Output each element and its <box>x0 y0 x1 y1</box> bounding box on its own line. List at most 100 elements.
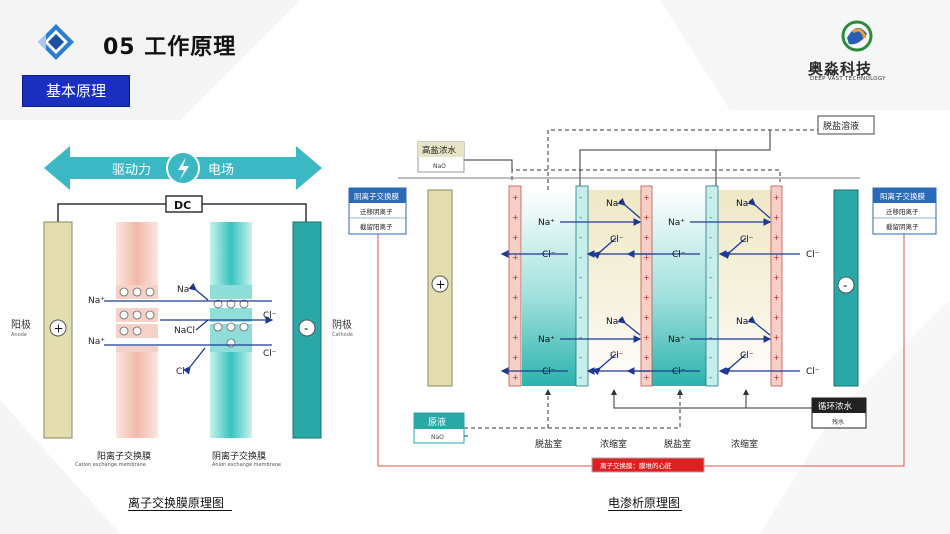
svg-text:+: + <box>773 353 780 362</box>
page-title: 05 工作原理 <box>103 35 237 60</box>
svg-text:-: - <box>709 193 712 203</box>
svg-text:残水: 残水 <box>832 418 844 426</box>
svg-text:迁移阳离子: 迁移阳离子 <box>886 207 919 216</box>
electric-field-label: 电场 <box>208 163 234 178</box>
cl-ion-r6: Cl⁻ <box>806 367 820 377</box>
svg-text:+: + <box>643 253 650 262</box>
svg-text:+: + <box>643 273 650 282</box>
title-chevron-icon <box>38 24 74 60</box>
svg-text:+: + <box>512 213 519 222</box>
cl-ion-r10: Cl⁻ <box>740 351 754 361</box>
svg-text:-: - <box>709 253 712 263</box>
svg-text:阴离子交换膜: 阴离子交换膜 <box>354 191 399 201</box>
svg-text:+: + <box>773 193 780 202</box>
anion-membranes <box>575 185 719 387</box>
svg-text:-: - <box>579 313 582 323</box>
cl-ion-r1: Cl⁻ <box>542 250 556 260</box>
svg-text:+: + <box>512 273 519 282</box>
svg-text:+: + <box>773 233 780 242</box>
anode-sign-right: + <box>436 278 446 292</box>
svg-text:-: - <box>709 293 712 303</box>
na-ion-r3: Na⁺ <box>538 335 555 345</box>
brand-logo-icon <box>841 20 873 52</box>
na-ion-label-3: Na⁺ <box>177 285 194 295</box>
svg-text:+: + <box>512 353 519 362</box>
svg-text:-: - <box>709 353 712 363</box>
cation-membrane-label-cn: 阳离子交换膜 <box>97 450 151 462</box>
svg-text:-: - <box>709 333 712 343</box>
membrane-site-icons <box>119 287 249 348</box>
svg-text:-: - <box>579 293 582 303</box>
cation-membrane-label-en: Cation exchange membrane <box>75 462 146 468</box>
svg-text:+: + <box>643 193 650 202</box>
cathode-label-cn: 阴极 <box>332 318 352 331</box>
na-ion-r7: Na⁺ <box>606 317 623 327</box>
cl-ion-r9: Cl⁻ <box>610 351 624 361</box>
svg-text:+: + <box>643 233 650 242</box>
svg-text:+: + <box>773 373 780 382</box>
svg-text:+: + <box>773 253 780 262</box>
chamber-label-2: 浓缩室 <box>600 438 627 450</box>
cathode-sign: - <box>304 322 308 336</box>
raw-liquid-box: 原液 NaO <box>413 412 465 444</box>
anode-sign: + <box>54 322 64 336</box>
svg-text:迁移阴离子: 迁移阴离子 <box>360 207 393 216</box>
na-ion-r6: Na⁺ <box>736 199 753 209</box>
na-ion-r8: Na⁺ <box>736 317 753 327</box>
heart-banner-text: 离子交换膜：膜堆的心脏 <box>600 461 672 470</box>
cl-ion-r3: Cl⁻ <box>806 250 820 260</box>
svg-text:+: + <box>643 333 650 342</box>
dc-label: DC <box>174 199 191 212</box>
svg-text:NaO: NaO <box>433 163 446 170</box>
svg-text:-: - <box>709 373 712 383</box>
anode-label-en: Anode <box>11 332 27 338</box>
svg-text:+: + <box>773 213 780 222</box>
svg-text:截留阳离子: 截留阳离子 <box>360 222 393 231</box>
heart-banner <box>591 457 705 473</box>
svg-text:+: + <box>773 333 780 342</box>
svg-text:+: + <box>643 373 650 382</box>
svg-text:-: - <box>709 313 712 323</box>
circulating-water-box: 循环浓水 残水 <box>811 397 867 429</box>
section-label: 基本原理 <box>22 75 130 107</box>
desalted-solution-box: 脱盐溶液 <box>817 115 875 135</box>
svg-text:-: - <box>579 253 582 263</box>
svg-text:-: - <box>579 333 582 343</box>
svg-text:NaO: NaO <box>431 434 444 441</box>
membrane-plus-marks: ++++++++++ ++++++++++ ++++++++++ <box>512 193 780 382</box>
cathode-sign-right: - <box>843 279 847 293</box>
svg-text:+: + <box>643 313 650 322</box>
svg-text:-: - <box>579 193 582 203</box>
svg-text:+: + <box>512 253 519 262</box>
desalting-chamber-2 <box>652 190 706 386</box>
electrodialysis-caption: 电渗析原理图 <box>608 496 682 511</box>
cl-ion-r2: Cl⁻ <box>672 250 686 260</box>
svg-text:-: - <box>709 273 712 283</box>
svg-text:-: - <box>579 213 582 223</box>
cl-ion-r5: Cl⁻ <box>672 367 686 377</box>
svg-text:+: + <box>643 353 650 362</box>
brand-subtitle: DEEP VAST TECHNOLOGY <box>810 76 886 82</box>
svg-text:-: - <box>579 353 582 363</box>
chamber-label-4: 浓缩室 <box>731 438 758 450</box>
cathode-label-en: Cathode <box>332 332 353 338</box>
driving-force-label: 驱动力 <box>112 163 151 178</box>
svg-text:脱盐溶液: 脱盐溶液 <box>823 120 859 132</box>
na-ion-r1: Na⁺ <box>538 218 555 228</box>
chamber-label-3: 脱盐室 <box>664 438 691 450</box>
brand-name: 奥淼科技 <box>808 60 873 78</box>
concentrate-chamber-1 <box>588 190 642 386</box>
cl-ion-label-2: Cl⁻ <box>263 349 277 359</box>
chamber-label-1: 脱盐室 <box>535 438 562 450</box>
cl-ion-r8: Cl⁻ <box>740 235 754 245</box>
svg-text:+: + <box>512 373 519 382</box>
na-ion-label-2: Na⁺ <box>88 337 105 347</box>
cation-membrane-panel: 阳离子交换膜 迁移阳离子 截留阴离子 <box>872 187 937 235</box>
svg-text:+: + <box>512 193 519 202</box>
svg-text:+: + <box>773 273 780 282</box>
svg-text:原液: 原液 <box>428 416 446 428</box>
svg-text:-: - <box>579 233 582 243</box>
svg-text:+: + <box>512 233 519 242</box>
